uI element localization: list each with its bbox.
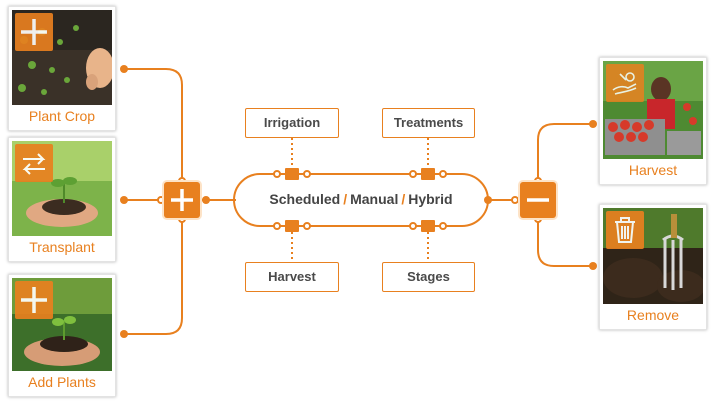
plus-icon <box>171 189 193 211</box>
stages-box[interactable]: Stages <box>382 262 475 292</box>
card-transplant[interactable]: Transplant <box>8 137 116 262</box>
card-remove[interactable]: Remove <box>599 204 707 330</box>
card-label: Plant Crop <box>28 108 96 124</box>
mode-separator: / <box>343 191 348 207</box>
card-add-plants[interactable]: Add Plants <box>8 274 116 397</box>
plus-icon <box>15 13 53 51</box>
harvest-photo <box>603 61 703 159</box>
hand-drawn-harvest-icon <box>606 64 644 102</box>
trash-icon <box>606 211 644 249</box>
mode-manual: Manual <box>350 191 399 207</box>
treatments-box[interactable]: Treatments <box>382 108 475 138</box>
remove-hub[interactable] <box>520 182 556 218</box>
mode-scheduled: Scheduled <box>269 191 341 207</box>
harvest-box[interactable]: Harvest <box>245 262 339 292</box>
harvest-label: Harvest <box>268 269 316 284</box>
transplant-photo <box>12 141 112 236</box>
card-plant-crop[interactable]: Plant Crop <box>8 6 116 131</box>
mode-hybrid: Hybrid <box>408 191 453 207</box>
treatments-label: Treatments <box>393 115 464 130</box>
swap-arrows-icon <box>15 144 53 182</box>
card-label: Harvest <box>628 162 678 178</box>
plant-crop-photo <box>12 10 112 105</box>
add-plants-photo <box>12 278 112 371</box>
irrigation-label: Irrigation <box>263 115 321 130</box>
plus-icon <box>15 281 53 319</box>
card-label: Add Plants <box>28 374 96 390</box>
mode-separator: / <box>401 191 406 207</box>
add-hub[interactable] <box>164 182 200 218</box>
card-label: Transplant <box>29 239 95 255</box>
card-harvest[interactable]: Harvest <box>599 57 707 185</box>
remove-photo <box>603 208 703 304</box>
minus-icon <box>527 198 549 202</box>
card-label: Remove <box>626 307 680 323</box>
stages-label: Stages <box>407 269 450 284</box>
scheduling-mode-label: Scheduled/Manual/Hybrid <box>236 189 486 209</box>
irrigation-box[interactable]: Irrigation <box>245 108 339 138</box>
